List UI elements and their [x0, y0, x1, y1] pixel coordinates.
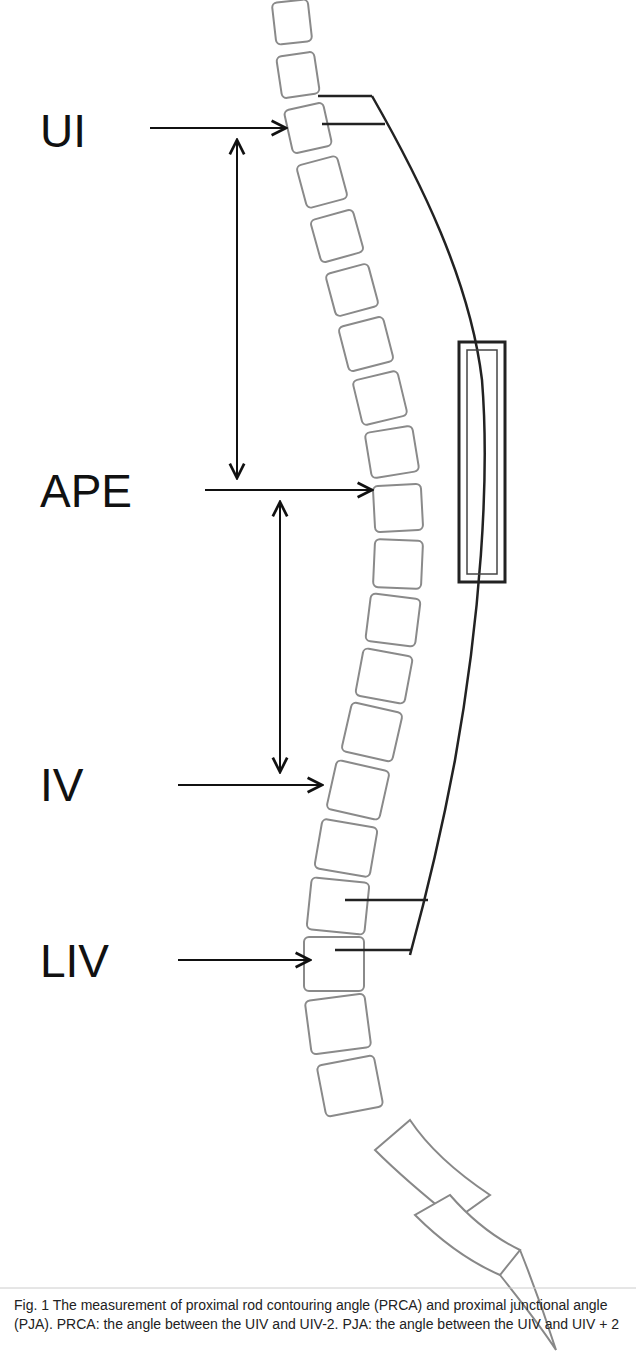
vertebra-body	[365, 425, 420, 478]
rod	[372, 96, 485, 955]
vertebra-body	[338, 316, 394, 372]
level-label: LIV	[40, 938, 109, 984]
level-label: APE	[40, 468, 132, 514]
leader-arrow	[178, 959, 310, 961]
vertebra-body	[276, 51, 320, 98]
vertebra-body	[304, 937, 364, 991]
level-label: UI	[40, 108, 86, 154]
vertebra-body	[314, 819, 378, 878]
vertebra-body	[355, 648, 413, 704]
vertebra-body	[373, 484, 423, 533]
vertebra-body	[352, 370, 407, 425]
level-label: IV	[40, 762, 83, 808]
screw	[318, 95, 372, 98]
vertebra-body	[306, 877, 369, 935]
vertebra-body	[284, 102, 333, 154]
rod-connector	[467, 350, 497, 574]
screw	[322, 123, 385, 126]
vertebra-body	[317, 1055, 384, 1117]
range-arrow	[236, 140, 238, 478]
vertebra-body	[310, 209, 364, 263]
vertebra-body	[373, 539, 423, 589]
vertebra-body	[272, 0, 312, 45]
range-arrow	[279, 502, 281, 772]
sacrum	[415, 1195, 520, 1275]
vertebra-body	[326, 760, 390, 821]
vertebra-body	[296, 155, 348, 208]
caption-rule	[0, 1288, 636, 1289]
vertebra-body	[341, 702, 403, 762]
screw	[335, 949, 412, 952]
vertebra-body	[305, 993, 372, 1054]
vertebrae	[272, 0, 423, 1117]
leader-arrow	[178, 784, 322, 786]
vertebra-body	[325, 263, 379, 317]
screw	[345, 899, 428, 902]
figure-caption: Fig. 1 The measurement of proximal rod c…	[14, 1296, 620, 1334]
vertebra-body	[365, 593, 421, 647]
leader-arrow	[150, 127, 286, 129]
rod-connector	[459, 342, 505, 582]
leader-arrow	[205, 489, 372, 491]
